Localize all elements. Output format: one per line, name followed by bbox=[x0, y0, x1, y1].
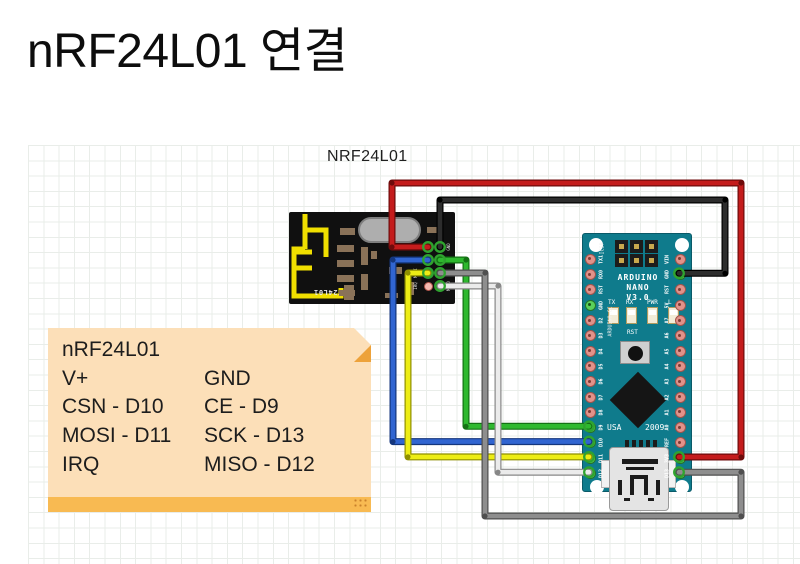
note-row: V+ GND bbox=[62, 365, 363, 394]
nano-pin-left-d5 bbox=[584, 360, 596, 372]
icsp-pin bbox=[615, 254, 628, 267]
sticky-note: nRF24L01 V+ GND CSN - D10 CE - D9 MOSI - D11… bbox=[48, 328, 371, 512]
page-title: nRF24L01 연결 bbox=[27, 25, 348, 78]
module-pin-label: IRQ bbox=[413, 282, 418, 290]
smd-component bbox=[337, 245, 354, 252]
nano-pin-left-d7 bbox=[584, 391, 596, 403]
note-cell-right: CE - D9 bbox=[204, 395, 279, 419]
nano-pin-right-rst bbox=[674, 284, 686, 296]
module-pin bbox=[423, 281, 433, 291]
smd-component bbox=[371, 251, 377, 259]
note-row: IRQ MISO - D12 bbox=[62, 451, 363, 480]
nano-pin-right-a3 bbox=[674, 376, 686, 388]
mcu-chip bbox=[609, 371, 667, 429]
nano-pin-right-a7 bbox=[674, 315, 686, 326]
smd-component bbox=[337, 275, 354, 282]
note-heading: nRF24L01 bbox=[62, 338, 161, 361]
nano-pin-label: D13 bbox=[664, 468, 671, 479]
usb-connector bbox=[609, 447, 669, 511]
smd-component bbox=[340, 228, 355, 235]
note-cell-right: MISO - D12 bbox=[204, 452, 315, 476]
nano-pin-right-gnd bbox=[674, 269, 686, 281]
module-pin bbox=[435, 255, 445, 265]
usa-label: USA bbox=[607, 423, 622, 432]
module-pin bbox=[423, 268, 433, 278]
led-label: PWR bbox=[647, 299, 658, 306]
nano-pin-left-d4 bbox=[584, 345, 596, 357]
mounting-hole bbox=[675, 480, 689, 494]
reset-button bbox=[620, 341, 650, 364]
nano-pin-left-gnd bbox=[584, 299, 596, 311]
nano-pin-left-rst bbox=[584, 284, 596, 296]
nano-pin-left-d9 bbox=[584, 422, 596, 434]
module-label: NRF24L01 bbox=[327, 148, 408, 165]
nano-pin-right-a6 bbox=[674, 330, 686, 342]
module-pin bbox=[435, 268, 445, 278]
smd-component bbox=[427, 227, 437, 233]
nano-pin-left-d6 bbox=[584, 376, 596, 388]
led-label: RX bbox=[626, 299, 634, 306]
module-pin bbox=[435, 242, 445, 252]
nano-pin-right-d13 bbox=[674, 468, 686, 479]
smd-component bbox=[389, 267, 402, 274]
note-resize-grip bbox=[353, 498, 367, 509]
nano-pin-right-5v bbox=[674, 299, 686, 311]
reset-button-cap bbox=[628, 345, 643, 361]
year-label: 2009 bbox=[645, 423, 665, 432]
note-cell-right: SCK - D13 bbox=[204, 424, 305, 448]
nano-pin-left-d12 bbox=[584, 468, 596, 479]
nano-pin-right-vin bbox=[674, 253, 686, 265]
nano-pin-right-3v3 bbox=[674, 452, 686, 464]
nano-pin-right-a1 bbox=[674, 406, 686, 418]
smd-component bbox=[344, 285, 354, 300]
note-cell-left: CSN - D10 bbox=[62, 395, 164, 419]
rst-label: RST bbox=[627, 329, 638, 336]
nano-pin-left-d11 bbox=[584, 452, 596, 464]
note-row: MOSI - D11 SCK - D13 bbox=[62, 422, 363, 451]
smd-component bbox=[385, 293, 398, 298]
note-body bbox=[48, 328, 371, 512]
arduino-cc-label: ARDUINO.CC bbox=[607, 306, 614, 337]
nano-pin-right-a2 bbox=[674, 391, 686, 403]
module-pin-label: MISO bbox=[446, 281, 451, 291]
nano-pin-label: D12 bbox=[598, 468, 605, 479]
nano-pin-left-rx0 bbox=[584, 269, 596, 281]
nano-pin-left-d8 bbox=[584, 406, 596, 418]
led bbox=[647, 307, 658, 324]
note-text: nRF24L01 V+ GND CSN - D10 CE - D9 MOSI - D11… bbox=[62, 336, 363, 480]
nano-pin-left-tx1 bbox=[584, 253, 596, 265]
nano-pin-left-d2 bbox=[584, 315, 596, 326]
nano-pin-right-a0 bbox=[674, 422, 686, 434]
nano-pin-right-a5 bbox=[674, 345, 686, 357]
pin1-marker: 1 bbox=[706, 240, 713, 250]
nano-pin-right-a4 bbox=[674, 360, 686, 372]
smd-component bbox=[361, 247, 368, 265]
module-pin bbox=[423, 242, 433, 252]
nano-pin-left-d10 bbox=[584, 437, 596, 449]
note-cell-left: MOSI - D11 bbox=[62, 424, 172, 448]
module-pin bbox=[435, 281, 445, 291]
icsp-pin bbox=[645, 254, 658, 267]
note-cell-left: IRQ bbox=[62, 452, 100, 476]
nano-pin-left-d3 bbox=[584, 330, 596, 342]
note-cell-right: GND bbox=[204, 366, 251, 390]
nano-pin-right-ref bbox=[674, 437, 686, 449]
note-cell-left: V+ bbox=[62, 366, 89, 390]
note-fold bbox=[354, 328, 371, 362]
smd-component bbox=[361, 274, 368, 290]
note-strip bbox=[48, 497, 371, 512]
smd-component bbox=[337, 260, 354, 267]
module-pin bbox=[423, 255, 433, 265]
led bbox=[626, 307, 637, 324]
icsp-pin bbox=[630, 254, 643, 267]
note-row: CSN - D10 CE - D9 bbox=[62, 393, 363, 422]
crystal-oscillator bbox=[358, 217, 421, 243]
